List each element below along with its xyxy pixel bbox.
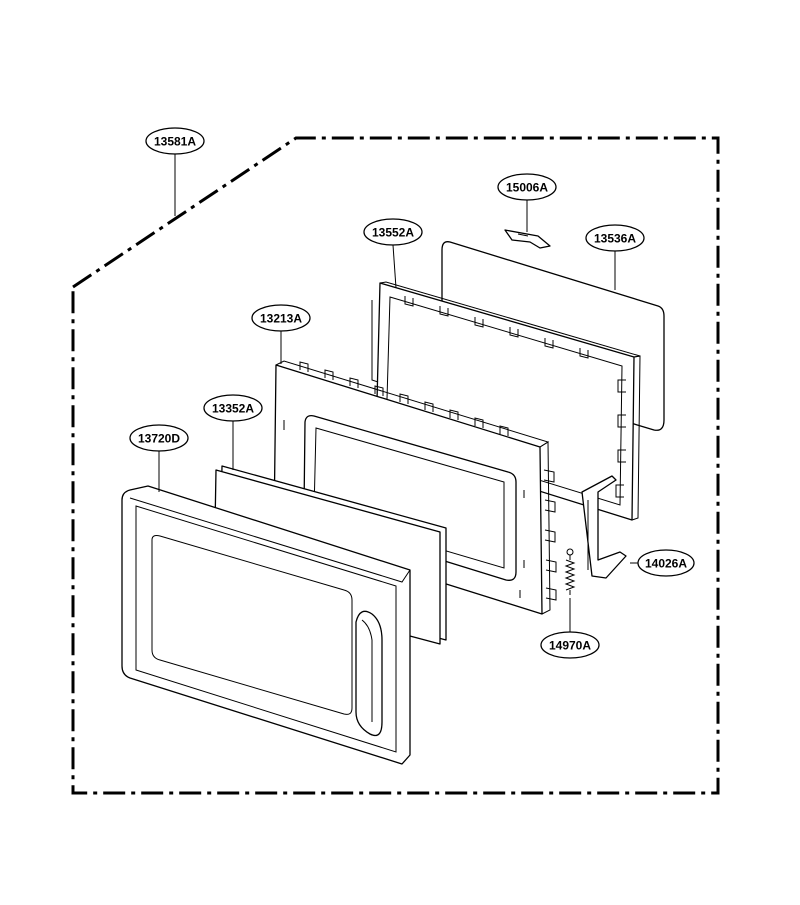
part-label-text: 13213A	[260, 312, 302, 326]
part-label-13581A: 13581A	[145, 127, 205, 155]
part-label-text: 14970A	[549, 639, 591, 653]
door-frame-part	[121, 485, 411, 765]
part-label-13213A: 13213A	[251, 304, 311, 332]
inner-frame-part	[273, 360, 557, 615]
part-label-text: 13536A	[594, 232, 636, 246]
part-label-13352A: 13352A	[203, 394, 263, 422]
part-label-13536A: 13536A	[585, 224, 645, 252]
part-label-13720D: 13720D	[129, 424, 189, 452]
part-label-13552A: 13552A	[363, 218, 423, 246]
part-label-text: 14026A	[645, 557, 687, 571]
part-label-text: 13552A	[372, 226, 414, 240]
clip-part	[504, 229, 551, 249]
part-label-15006A: 15006A	[497, 173, 557, 201]
rear-frame-part	[371, 281, 641, 521]
part-label-text: 15006A	[506, 181, 548, 195]
part-label-14970A: 14970A	[540, 631, 600, 659]
part-label-text: 13581A	[154, 135, 196, 149]
spring-part	[564, 548, 576, 595]
assembly-boundary	[71, 136, 720, 795]
latch-part	[581, 475, 627, 579]
leader-13552A	[392, 244, 397, 289]
part-label-text: 13720D	[138, 432, 180, 446]
part-label-14026A: 14026A	[637, 549, 695, 577]
part-label-text: 13352A	[212, 402, 254, 416]
